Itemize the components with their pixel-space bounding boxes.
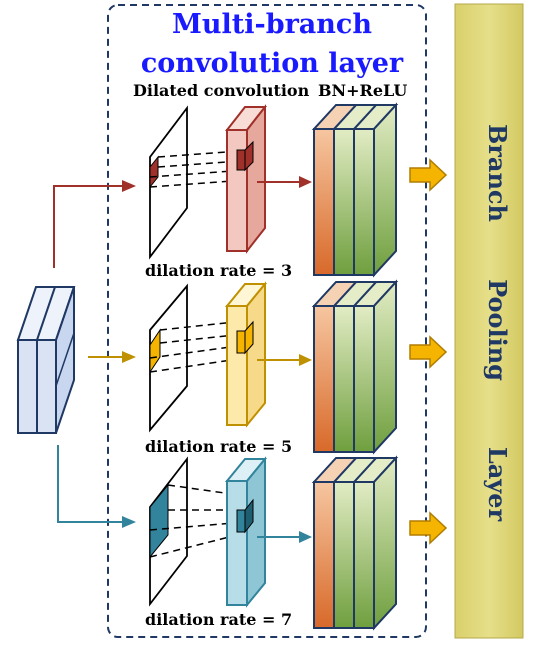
bn-relu-block-1 [311, 102, 399, 278]
pool-arrow-2 [409, 335, 448, 369]
dilation-label-branch-2: dilation rate = 5 [145, 437, 292, 456]
branch-3-output-cuboid [224, 456, 268, 608]
pooling-word-layer: Layer [483, 447, 512, 522]
input-arrow-branch-1 [53, 180, 136, 268]
bn-relu-block-2 [311, 279, 399, 455]
dilation-label-branch-1: dilation rate = 3 [145, 261, 292, 280]
title-line-1: Multi-branch [172, 9, 372, 40]
branch-3 [149, 456, 312, 608]
branch-1-kernel-plane [149, 105, 188, 260]
branch-2 [149, 281, 312, 433]
bn-relu-block-3 [311, 455, 399, 631]
input-feature-block [16, 286, 76, 434]
pool-arrow-3 [409, 511, 448, 545]
pooling-word-branch: Branch [483, 124, 512, 222]
branch-2-kernel-plane [149, 283, 188, 433]
pooling-word-pooling: Pooling [483, 279, 512, 381]
pool-arrow-1 [409, 158, 448, 192]
branch-2-output-cuboid [224, 281, 268, 428]
branch-pooling-layer-bar [454, 3, 524, 639]
input-arrow-branch-2 [88, 351, 136, 363]
bn-relu-label: BN+ReLU [318, 81, 407, 100]
bn-relu-blocks [311, 102, 399, 631]
branch-3-kernel-cell [149, 483, 169, 559]
dilated-convolution-label: Dilated convolution [133, 81, 310, 100]
branch-1 [149, 104, 312, 260]
dilation-label-branch-3: dilation rate = 7 [145, 610, 292, 629]
branch-2-kernel-cell [149, 328, 161, 374]
multi-branch-dashed-border [107, 4, 427, 638]
title-line-2: convolution layer [141, 48, 404, 79]
branch-1-kernel-cell [149, 155, 159, 189]
branch-1-output-cuboid [224, 104, 268, 254]
input-arrow-branch-3 [57, 445, 136, 528]
